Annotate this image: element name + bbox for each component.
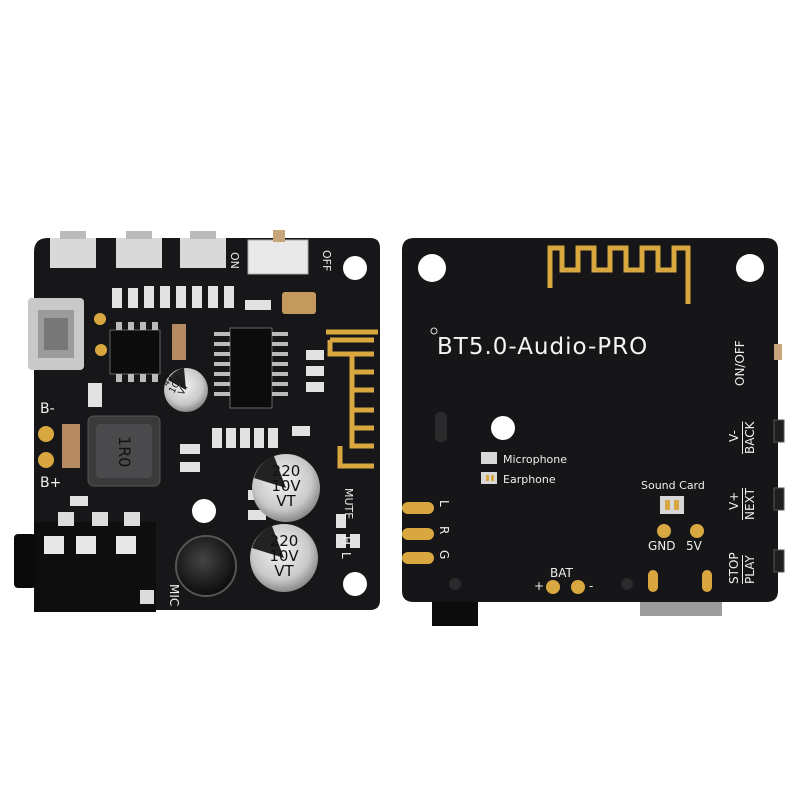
next-label: NEXT [743, 488, 757, 520]
battery-minus-label: B- [40, 401, 55, 417]
bat-plus-pad [546, 580, 560, 594]
micro-usb-port[interactable] [28, 298, 84, 370]
mount-hole [736, 254, 764, 282]
battery-plus-label: B+ [40, 475, 62, 491]
switch-edge[interactable] [774, 344, 782, 360]
side-buttons[interactable] [773, 419, 785, 573]
pcb-antenna-back [547, 245, 691, 304]
pcb-antenna [327, 337, 374, 469]
tantalum-cap [172, 324, 186, 360]
5v-label: 5V [686, 539, 702, 553]
usb-port-back [640, 602, 722, 616]
v-minus-label: V- [727, 430, 741, 442]
gnd-pad [657, 524, 671, 538]
pin-l-label: L [437, 500, 451, 507]
microphone [175, 535, 237, 597]
stop-label: STOP [727, 552, 741, 584]
on-off-label: ON/OFF [733, 340, 747, 386]
bat-label: BAT [550, 566, 573, 580]
play-label: PLAY [743, 555, 757, 584]
microphone-label: Microphone [503, 453, 568, 466]
channel-l-label: L [339, 552, 353, 559]
audio-jack[interactable] [14, 512, 156, 612]
mute-label: MUTE [342, 488, 355, 520]
front-board [14, 230, 380, 612]
mount-hole [343, 256, 367, 280]
audio-jack-back [432, 602, 478, 626]
gold-pad-group [38, 313, 107, 468]
mic-label: MIC [167, 584, 181, 607]
tantalum-cap [62, 424, 80, 468]
tact-button[interactable] [50, 231, 96, 268]
smd-resistor-row [112, 286, 271, 310]
v-plus-label: V+ [727, 491, 741, 510]
mount-hole [491, 416, 515, 440]
power-slide-switch[interactable] [247, 230, 309, 275]
mount-hole [192, 499, 216, 523]
lrg-output-pads [402, 502, 434, 564]
gnd-label: GND [648, 539, 676, 553]
tact-button[interactable] [180, 231, 226, 268]
switch-off-label: OFF [320, 250, 333, 272]
ic-chip [109, 329, 161, 375]
test-pad [435, 412, 447, 442]
back-label: BACK [743, 421, 757, 454]
inductor-marking: 1R0 [115, 436, 134, 468]
channel-r-label: H [339, 536, 353, 546]
mount-hole [343, 572, 367, 596]
switch-on-label: ON [228, 252, 241, 269]
bat-minus-label: - [589, 579, 594, 593]
back-board [402, 238, 785, 626]
sound-card-pad [660, 496, 684, 514]
microphone-select-pad [481, 452, 497, 464]
mount-hole [418, 254, 446, 282]
pin-g-label: G [437, 550, 451, 560]
bluetooth-chip [229, 327, 273, 409]
5v-pad [690, 524, 704, 538]
tact-button[interactable] [116, 231, 162, 268]
pin-r-label: R [437, 526, 451, 535]
crystal-oscillator [282, 292, 316, 314]
board-title: BT5.0-Audio-PRO [437, 334, 649, 360]
bat-plus-label: + [534, 579, 545, 593]
earphone-label: Earphone [503, 473, 556, 486]
bat-minus-pad [571, 580, 585, 594]
sound-card-label: Sound Card [641, 479, 705, 492]
